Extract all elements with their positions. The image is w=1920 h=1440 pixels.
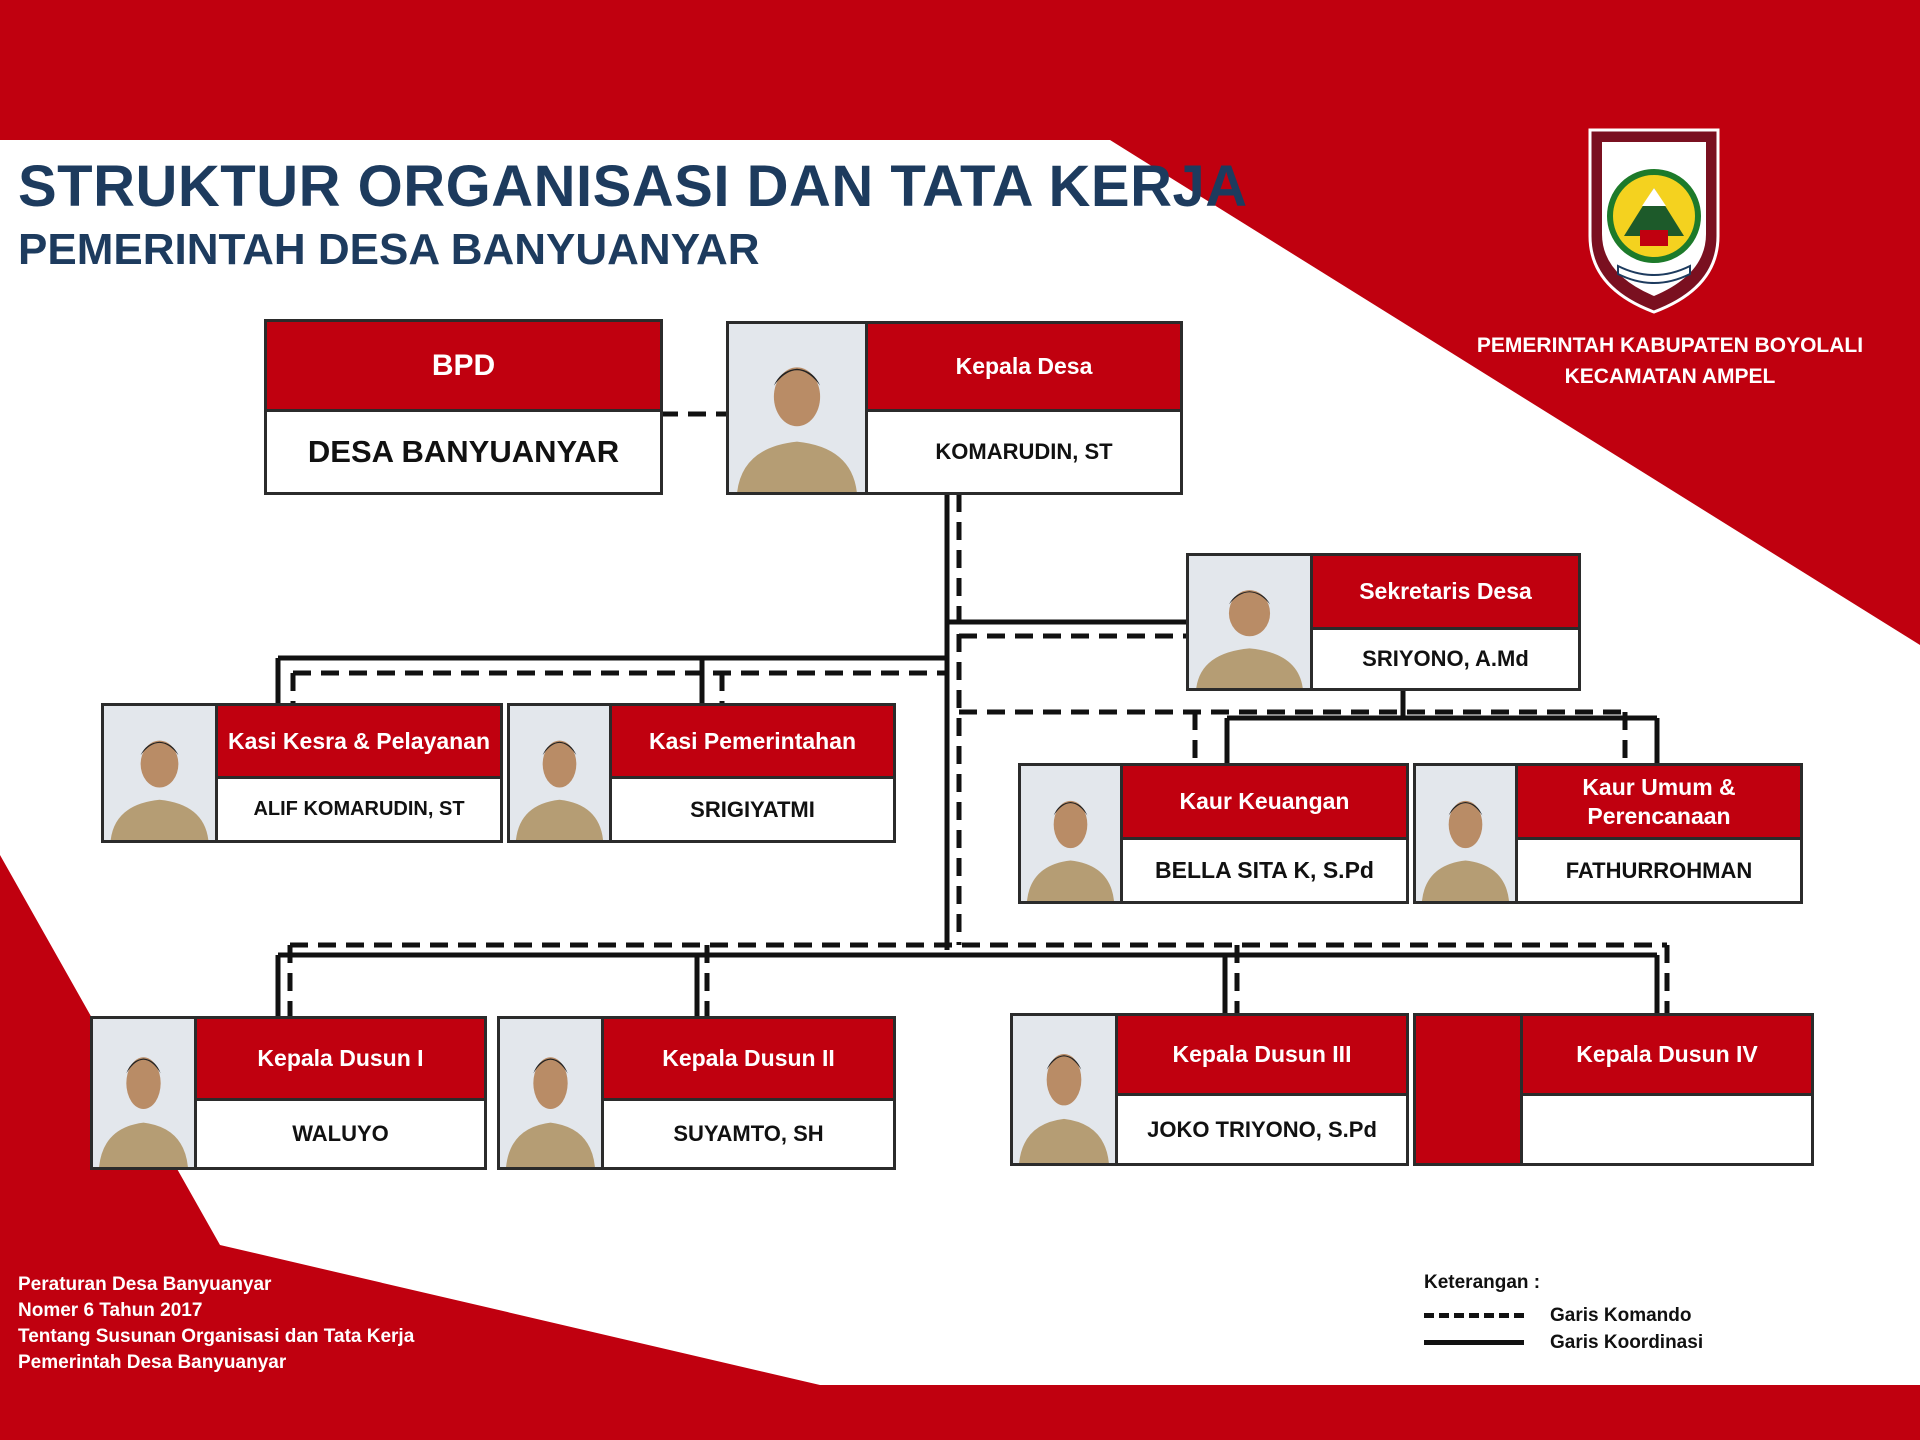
person-photo [500,1019,604,1167]
person-photo [93,1019,197,1167]
node-name: ALIF KOMARUDIN, ST [253,798,465,820]
person-photo [1021,766,1123,901]
page-title: STRUKTUR ORGANISASI DAN TATA KERJA [18,154,1248,219]
legend-label: Garis Komando [1550,1304,1692,1326]
solid-line-swatch [1424,1340,1524,1345]
node-name: KOMARUDIN, ST [935,439,1113,464]
node-role: BPD [267,322,660,412]
photo-placeholder [1416,1016,1523,1163]
top-banner [0,0,1920,140]
node-name: BELLA SITA K, S.Pd [1155,857,1374,883]
bottom-left-shape [0,855,820,1385]
node-kepala-dusun-2: Kepala Dusun II SUYAMTO, SH [497,1016,896,1170]
node-role: Kaur Umum & Perencanaan [1518,766,1800,840]
node-role: Kasi Kesra & Pelayanan [218,706,500,779]
node-sekretaris-desa: Sekretaris Desa SRIYONO, A.Md [1186,553,1581,691]
node-role: Kepala Dusun I [197,1019,484,1101]
person-photo [510,706,612,840]
person-photo [729,324,868,492]
node-role: Kepala Dusun II [604,1019,893,1101]
right-corner-shape [1110,140,1920,645]
boyolali-emblem-icon [1588,128,1720,314]
node-kepala-desa: Kepala Desa KOMARUDIN, ST [726,321,1183,495]
person-photo [1189,556,1313,688]
node-role: Kepala Desa [868,324,1180,412]
dashed-line-swatch [1424,1313,1524,1318]
node-kaur-umum: Kaur Umum & Perencanaan FATHURROHMAN [1413,763,1803,904]
person-photo [104,706,218,840]
node-name: WALUYO [292,1121,389,1146]
person-photo [1416,766,1518,901]
node-role: Kasi Pemerintahan [612,706,893,779]
node-kaur-keuangan: Kaur Keuangan BELLA SITA K, S.Pd [1018,763,1409,904]
node-role: Sekretaris Desa [1313,556,1578,630]
regulation-line: Peraturan Desa Banyuanyar [18,1274,272,1295]
legend-title: Keterangan : [1424,1272,1541,1293]
page-subtitle: PEMERINTAH DESA BANYUANYAR [18,225,760,274]
node-name: SUYAMTO, SH [673,1121,824,1146]
person-photo [1013,1016,1118,1163]
node-name: SRIGIYATMI [690,796,815,822]
node-role: Kepala Dusun IV [1523,1016,1811,1096]
node-name [1523,1096,1811,1163]
regulation-line: Nomer 6 Tahun 2017 [18,1300,203,1321]
legend: Keterangan : Garis Komando Garis Koordin… [1424,1272,1703,1356]
government-label: PEMERINTAH KABUPATEN BOYOLALI KECAMATAN … [1440,330,1900,392]
regency-name: PEMERINTAH KABUPATEN BOYOLALI [1476,334,1864,357]
node-name: FATHURROHMAN [1565,857,1753,883]
regulation-line: Pemerintah Desa Banyuanyar [18,1352,287,1373]
node-kepala-dusun-3: Kepala Dusun III JOKO TRIYONO, S.Pd [1010,1013,1409,1166]
node-name: DESA BANYUANYAR [307,434,620,469]
node-kasi-pemerintahan: Kasi Pemerintahan SRIGIYATMI [507,703,896,843]
node-bpd: BPD DESA BANYUANYAR [264,319,663,495]
legend-item-coordination: Garis Koordinasi [1424,1329,1703,1356]
node-name: JOKO TRIYONO, S.Pd [1147,1116,1377,1142]
node-kepala-dusun-1: Kepala Dusun I WALUYO [90,1016,487,1170]
legend-item-command: Garis Komando [1424,1302,1703,1329]
regulation-line: Tentang Susunan Organisasi dan Tata Kerj… [18,1326,415,1347]
node-kasi-kesra: Kasi Kesra & Pelayanan ALIF KOMARUDIN, S… [101,703,503,843]
legend-label: Garis Koordinasi [1550,1331,1704,1353]
node-role: Kepala Dusun III [1118,1016,1406,1096]
node-role: Kaur Keuangan [1123,766,1406,840]
bottom-banner [0,1385,1920,1440]
district-name: KECAMATAN AMPEL [1564,365,1776,388]
regulation-note: Peraturan Desa Banyuanyar Nomer 6 Tahun … [18,1272,414,1376]
node-name: SRIYONO, A.Md [1362,646,1529,671]
node-kepala-dusun-4: Kepala Dusun IV [1413,1013,1814,1166]
